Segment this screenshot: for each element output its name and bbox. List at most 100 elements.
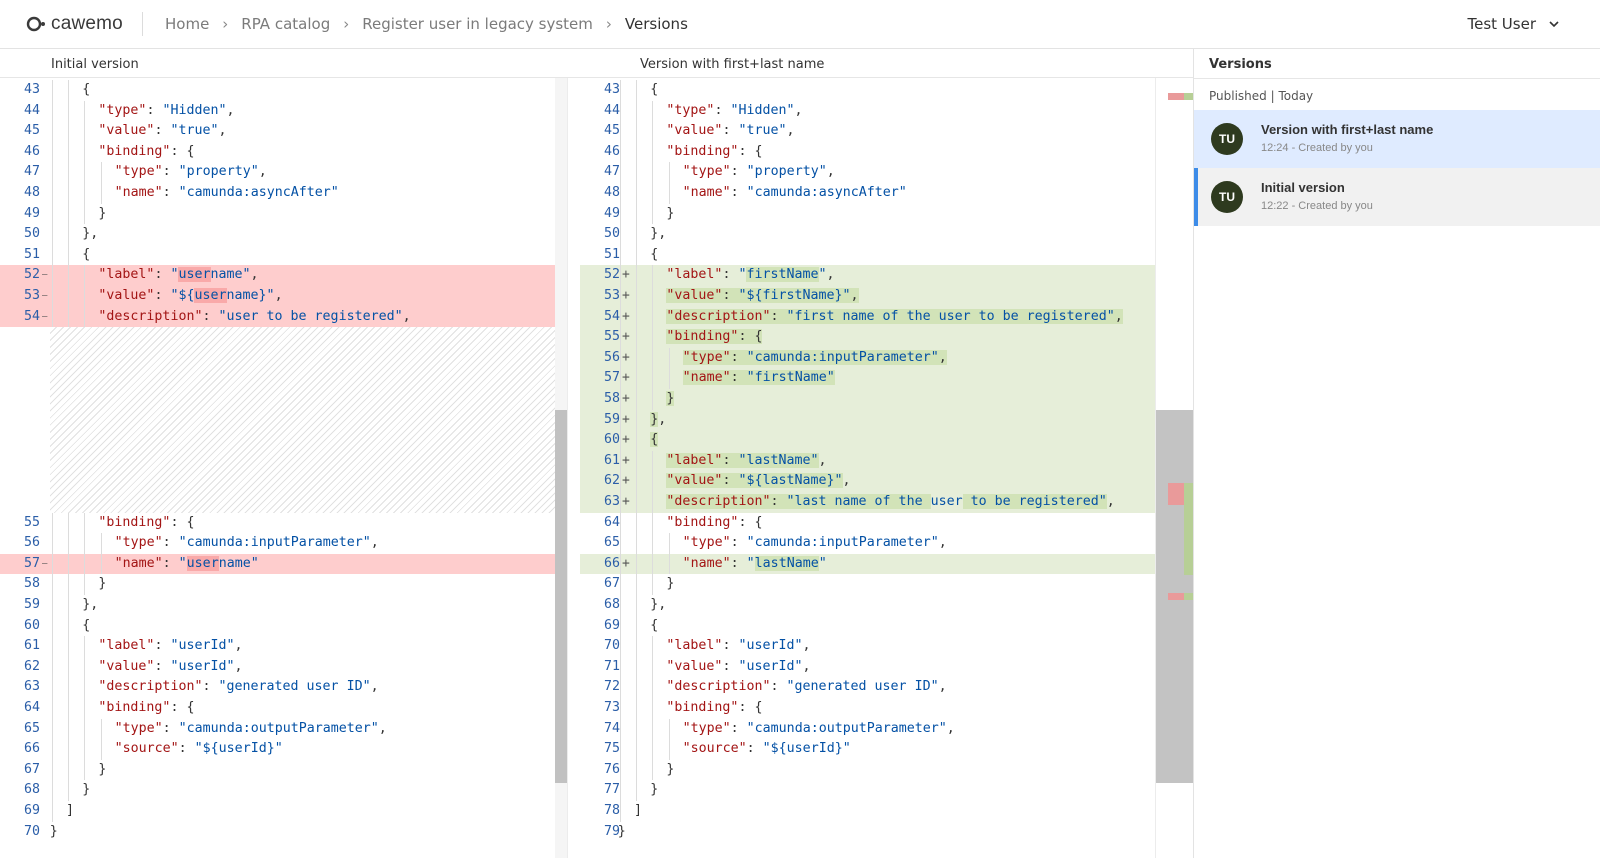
code-line: 64"binding": { xyxy=(0,698,567,719)
code-text: "description": "generated user ID", xyxy=(666,677,946,698)
code-text: "description": "generated user ID", xyxy=(98,677,378,698)
cawemo-logo[interactable]: cawemo xyxy=(26,13,123,35)
scrollbar-thumb[interactable] xyxy=(555,410,567,783)
indent-guide xyxy=(52,203,53,225)
indent-guide xyxy=(100,739,102,760)
ruler-deleted-mark xyxy=(1168,483,1184,505)
indent-guide xyxy=(52,224,53,245)
indent-guide xyxy=(636,265,638,286)
code-token: user xyxy=(194,288,227,303)
code-token: : xyxy=(770,679,787,695)
breadcrumb-home[interactable]: Home xyxy=(165,15,210,33)
breadcrumb-rpa-catalog[interactable]: RPA catalog xyxy=(241,15,331,33)
code-token: " xyxy=(818,555,827,571)
code-line: 46"binding": { xyxy=(0,141,567,163)
indent-guide xyxy=(52,739,53,760)
code-token: , xyxy=(370,679,379,695)
code-line: 68}, xyxy=(580,595,1155,616)
plus-icon: + xyxy=(622,432,630,448)
line-number: 62 xyxy=(23,658,40,674)
code-line: 52+"label": "firstName", xyxy=(580,265,1155,286)
code-token: "type" xyxy=(682,535,731,551)
indent-guide xyxy=(84,141,86,163)
right-code-pane[interactable]: 43{44"type": "Hidden",45"value": "true",… xyxy=(580,78,1155,858)
indent-guide xyxy=(668,162,670,183)
line-number: 58 xyxy=(603,391,620,406)
code-token: "camunda:outputParameter" xyxy=(746,720,947,736)
code-token: : xyxy=(162,185,179,200)
code-token: , xyxy=(938,535,947,551)
code-token: "binding" xyxy=(666,514,739,530)
left-code-pane[interactable]: 43{44"type": "Hidden",45"value": "true",… xyxy=(0,78,567,858)
indent-guide xyxy=(620,656,621,678)
pane-divider[interactable] xyxy=(567,78,580,858)
plus-icon: + xyxy=(622,411,630,427)
indent-guide xyxy=(636,203,638,225)
code-token: " xyxy=(818,267,827,283)
code-line: 72"description": "generated user ID", xyxy=(580,677,1155,698)
overview-ruler[interactable] xyxy=(1155,78,1194,858)
minus-icon: — xyxy=(42,270,48,281)
code-token: , xyxy=(818,452,827,468)
line-number: 68 xyxy=(23,782,40,798)
line-number: 65 xyxy=(603,535,620,551)
version-item-initial[interactable]: TU Initial version 12:22 - Created by yo… xyxy=(1194,168,1600,226)
indent-guide xyxy=(636,492,638,513)
indent-guide xyxy=(84,306,86,328)
minus-icon: — xyxy=(42,311,48,322)
indent-guide xyxy=(620,389,621,410)
indent-guide xyxy=(620,347,621,369)
line-number: 68 xyxy=(603,597,620,612)
code-text: "description": "first name of the user t… xyxy=(666,307,1123,328)
code-token: : xyxy=(154,658,171,674)
line-number: 50 xyxy=(603,226,620,242)
version-item-first-last-name[interactable]: TU Version with first+last name 12:24 - … xyxy=(1194,110,1600,168)
line-number: 49 xyxy=(23,205,40,221)
line-number: 77 xyxy=(603,782,620,798)
code-line: 53—"value": "${username}", xyxy=(0,286,567,307)
indent-guide xyxy=(636,636,638,657)
indent-guide xyxy=(652,100,654,122)
code-token: }, xyxy=(82,597,99,612)
code-line: 67} xyxy=(580,574,1155,595)
line-number: 57 xyxy=(23,555,40,571)
code-token: "camunda:outputParameter" xyxy=(178,720,379,736)
left-scrollbar[interactable] xyxy=(555,78,567,858)
code-token: "value" xyxy=(666,288,723,303)
user-menu[interactable]: Test User xyxy=(1468,0,1561,48)
indent-guide xyxy=(620,595,621,616)
code-text: } xyxy=(666,204,674,225)
indent-guide xyxy=(52,595,53,616)
code-token: "generated user ID" xyxy=(786,679,939,695)
chevron-right-icon: › xyxy=(605,15,612,33)
code-token: : xyxy=(746,741,763,757)
ruler-deleted-mark xyxy=(1168,593,1184,600)
indent-guide xyxy=(68,512,70,534)
indent-guide xyxy=(636,739,638,760)
code-token: " xyxy=(746,555,755,571)
code-line: 52—"label": "username", xyxy=(0,265,567,286)
code-line: 65"type": "camunda:inputParameter", xyxy=(580,533,1155,554)
code-text: } xyxy=(666,760,674,781)
code-line: 62"value": "userId", xyxy=(0,656,567,678)
code-token: ] xyxy=(66,803,75,818)
line-number: 65 xyxy=(23,720,40,736)
code-token: : { xyxy=(738,143,763,159)
indent-guide xyxy=(84,698,86,719)
code-text: "type": "camunda:inputParameter", xyxy=(115,533,379,554)
code-text: "type": "Hidden", xyxy=(98,101,234,122)
right-pane-title: Version with first+last name xyxy=(640,57,825,72)
breadcrumb-diagram[interactable]: Register user in legacy system xyxy=(362,15,593,33)
code-token: "value" xyxy=(666,123,723,139)
code-token: }, xyxy=(650,226,667,242)
code-token: "description" xyxy=(98,679,203,695)
code-token: "type" xyxy=(98,102,147,118)
indent-guide xyxy=(68,162,70,183)
indent-guide xyxy=(100,162,102,183)
code-token: "description" xyxy=(666,494,771,509)
line-number: 62 xyxy=(603,473,620,489)
code-line: 48"name": "camunda:asyncAfter" xyxy=(0,183,567,204)
code-token: , xyxy=(794,102,803,118)
indent-guide xyxy=(636,698,638,719)
indent-guide xyxy=(668,739,670,760)
